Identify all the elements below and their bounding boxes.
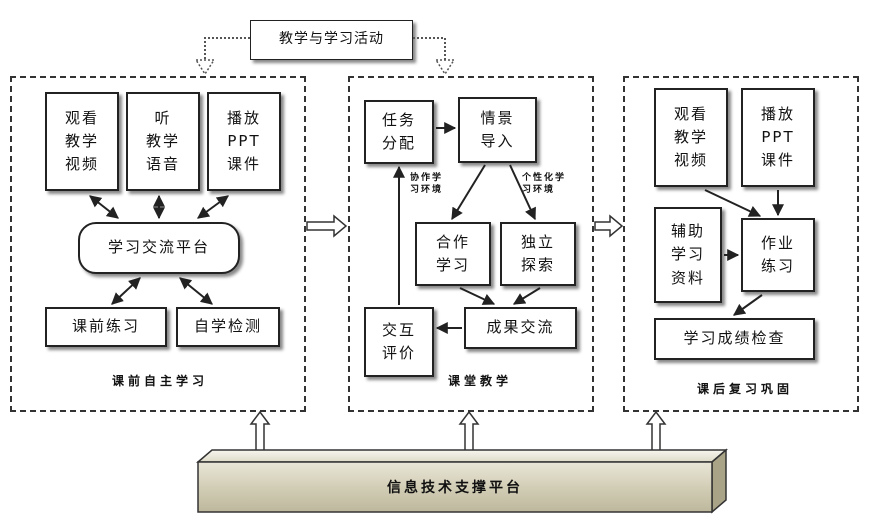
pre-exercise-box: 课前练习 (45, 307, 167, 347)
video-platform-arrow (89, 195, 119, 219)
post-video-to-homework-arrow (704, 189, 762, 217)
listen-audio-box: 听 教学 语音 (126, 92, 200, 191)
pre-class-label: 课前自主学习 (111, 374, 208, 388)
base-platform-side (711, 448, 727, 514)
in-class-section (348, 76, 594, 412)
task-assign-box: 任务 分配 (364, 100, 434, 164)
base-to-pre-arrow (249, 410, 271, 453)
base-platform-front (197, 461, 713, 513)
activity-to-class-arrow (413, 37, 446, 62)
post-watch-video-box: 观看 教学 视频 (654, 88, 728, 187)
pre-to-class-arrow (306, 214, 348, 238)
post-class-label: 课后复习巩固 (696, 382, 793, 396)
in-class-label: 课堂教学 (447, 374, 512, 388)
ppt-platform-arrow (197, 195, 229, 219)
pre-class-section (10, 76, 306, 412)
class-to-post-arrow (594, 214, 624, 238)
watch-video-box: 观看 教学 视频 (45, 92, 119, 191)
self-test-box: 自学检测 (176, 307, 280, 347)
coop-to-exchange-arrow (459, 287, 496, 305)
scenario-intro-box: 情景 导入 (458, 97, 537, 163)
base-to-post-arrow (645, 410, 667, 453)
cooperative-learning-box: 合作 学习 (415, 222, 491, 286)
post-class-section (623, 76, 859, 412)
platform-exercise-arrow (111, 277, 141, 305)
activity-to-pre-arrowhead (194, 59, 216, 76)
platform-selftest-arrow (179, 277, 213, 305)
result-exchange-box: 成果交流 (464, 307, 577, 349)
cooperative-env-label: 协作学 习环境 (410, 173, 444, 195)
homework-to-check-arrow (733, 294, 763, 316)
activity-to-class-arrowhead (434, 59, 456, 76)
independent-explore-box: 独立 探索 (500, 222, 576, 286)
interaction-evaluation-box: 交互 评价 (364, 307, 434, 377)
activity-to-pre-arrow (204, 37, 250, 62)
personal-env-label: 个性化学 习环境 (522, 173, 567, 195)
scenario-to-coop-arrow (451, 164, 486, 221)
indep-to-exchange-arrow (512, 287, 541, 305)
post-play-ppt-box: 播放 PPT 课件 (741, 88, 815, 187)
homework-box: 作业 练习 (741, 218, 815, 292)
teaching-learning-activity-box: 教学与学习活动 (250, 20, 413, 60)
play-ppt-box: 播放 PPT 课件 (207, 92, 281, 191)
scenario-to-indep-arrow (509, 164, 536, 221)
learning-platform-box: 学习交流平台 (78, 222, 240, 274)
base-to-class-arrow (458, 410, 480, 453)
base-platform-label: 信息技术支撑平台 (387, 480, 523, 496)
score-check-box: 学习成绩检查 (654, 318, 815, 360)
aux-material-box: 辅助 学习 资料 (654, 207, 722, 303)
base-platform-top (195, 449, 729, 463)
